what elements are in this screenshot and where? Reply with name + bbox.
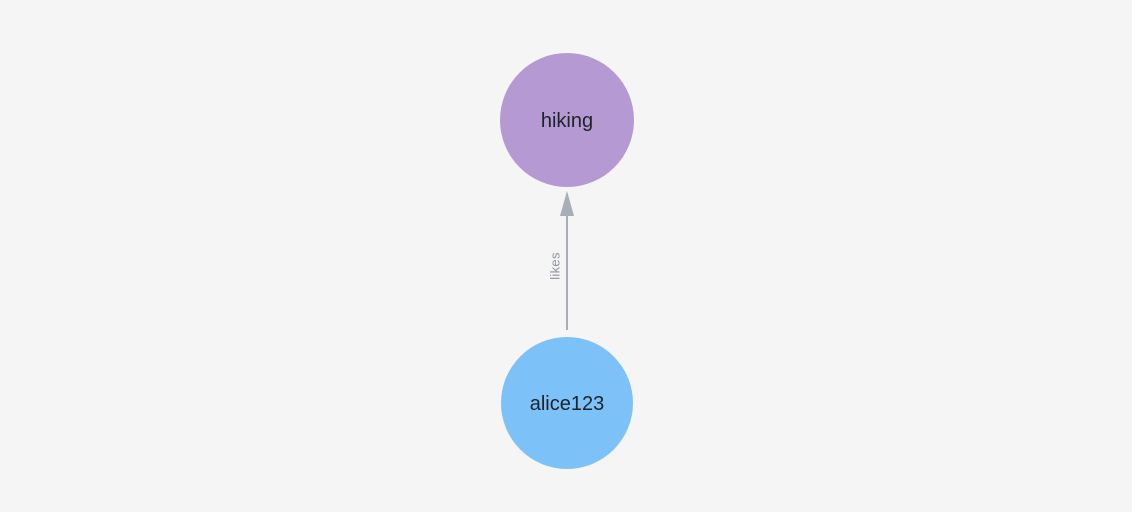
node-alice123[interactable]: alice123 [501, 337, 633, 469]
node-alice123-circle[interactable] [501, 337, 633, 469]
edge-likes-label[interactable]: likes [548, 252, 563, 280]
node-hiking[interactable]: hiking [500, 53, 634, 187]
edge-likes[interactable]: likes [548, 191, 574, 330]
node-hiking-circle[interactable] [500, 53, 634, 187]
edge-likes-arrowhead-icon [560, 191, 574, 216]
